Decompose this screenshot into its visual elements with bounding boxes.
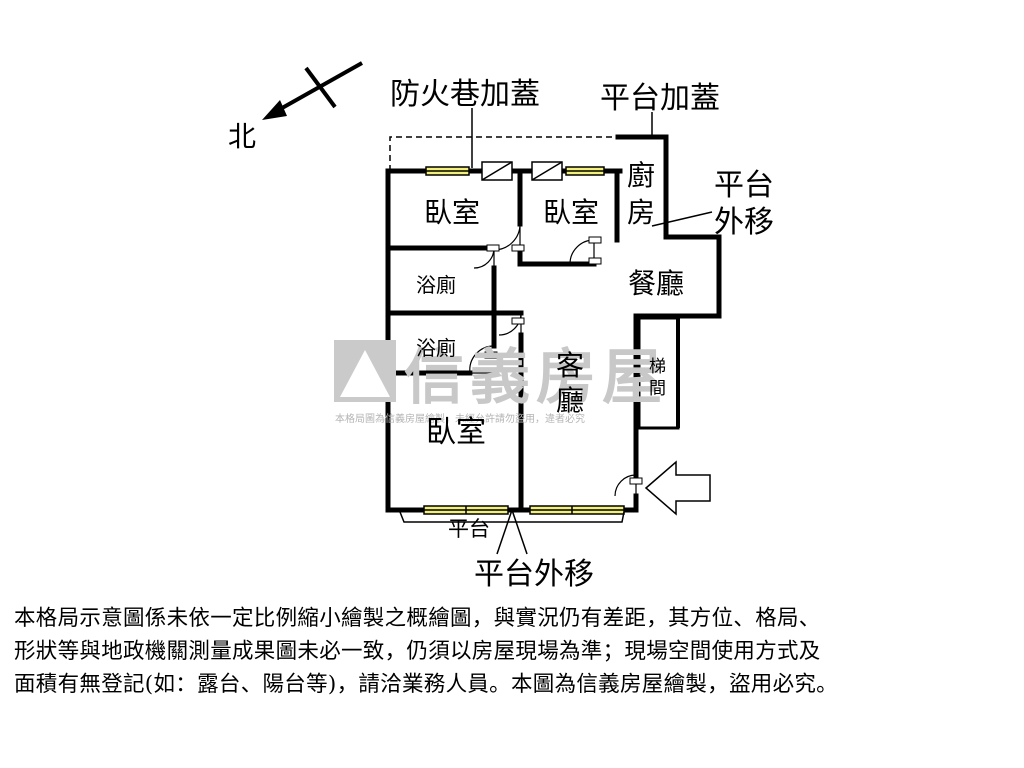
bathroom-label-1: 浴廁 <box>416 273 456 297</box>
kitchen-label-1: 廚 <box>627 159 655 192</box>
bathroom-label-2: 浴廁 <box>416 336 456 360</box>
bottom-shift-label: 平台外移 <box>474 557 594 592</box>
north-label: 北 <box>228 120 256 153</box>
platform-shift-label-2: 外移 <box>714 205 774 240</box>
platform-cover-label: 平台加蓋 <box>600 81 720 116</box>
fire-lane-outline <box>389 136 618 171</box>
watermark-notice: 本格局圖為信義房屋繪製，未經允許請勿盜用，違者必究 <box>335 412 585 425</box>
watermark-brand: 信義房屋 <box>404 343 668 413</box>
bottom-platform-label: 平台 <box>448 517 490 541</box>
windows <box>423 166 625 515</box>
platform-shift-pointer <box>651 211 713 227</box>
watermark: 信義房屋 本格局圖為信義房屋繪製，未經允許請勿盜用，違者必究 <box>334 340 668 425</box>
bedroom-label-3: 臥室 <box>426 415 486 450</box>
disclaimer-line-2: 形狀等與地政機關測量成果圖未必一致，仍須以房屋現場為準；現場空間使用方式及 <box>14 639 821 664</box>
vent-boxes <box>481 161 563 181</box>
bottom-balcony <box>399 511 625 523</box>
living-label-1: 客 <box>556 349 584 382</box>
north-compass: 北 <box>228 61 363 153</box>
watermark-logo-icon <box>334 340 396 402</box>
disclaimer: 本格局示意圖係未依一定比例縮小繪製之概繪圖，與實況仍有差距，其方位、格局、 形狀… <box>14 602 1014 701</box>
bottom-shift-pointer-1 <box>496 509 513 555</box>
fire-lane-label: 防火巷加蓋 <box>390 77 540 112</box>
disclaimer-line-3: 面積有無登記(如：露台、陽台等)，請洽業務人員。本圖為信義房屋繪製，盜用必究。 <box>14 672 838 697</box>
dining-label: 餐廳 <box>628 267 684 300</box>
stairs-label-1: 梯 <box>649 357 666 377</box>
living-label-2: 廳 <box>556 384 584 417</box>
bedroom-label-1: 臥室 <box>424 196 480 229</box>
disclaimer-line-1: 本格局示意圖係未依一定比例縮小繪製之概繪圖，與實況仍有差距，其方位、格局、 <box>14 606 821 631</box>
platform-shift-label-1: 平台 <box>714 168 774 203</box>
entrance-arrow <box>644 460 711 516</box>
floor-plan: 北 <box>228 61 774 592</box>
bottom-shift-pointer-2 <box>511 509 528 555</box>
bedroom-label-2: 臥室 <box>543 196 599 229</box>
stairs-label-2: 間 <box>649 379 666 399</box>
kitchen-label-2: 房 <box>627 196 655 229</box>
